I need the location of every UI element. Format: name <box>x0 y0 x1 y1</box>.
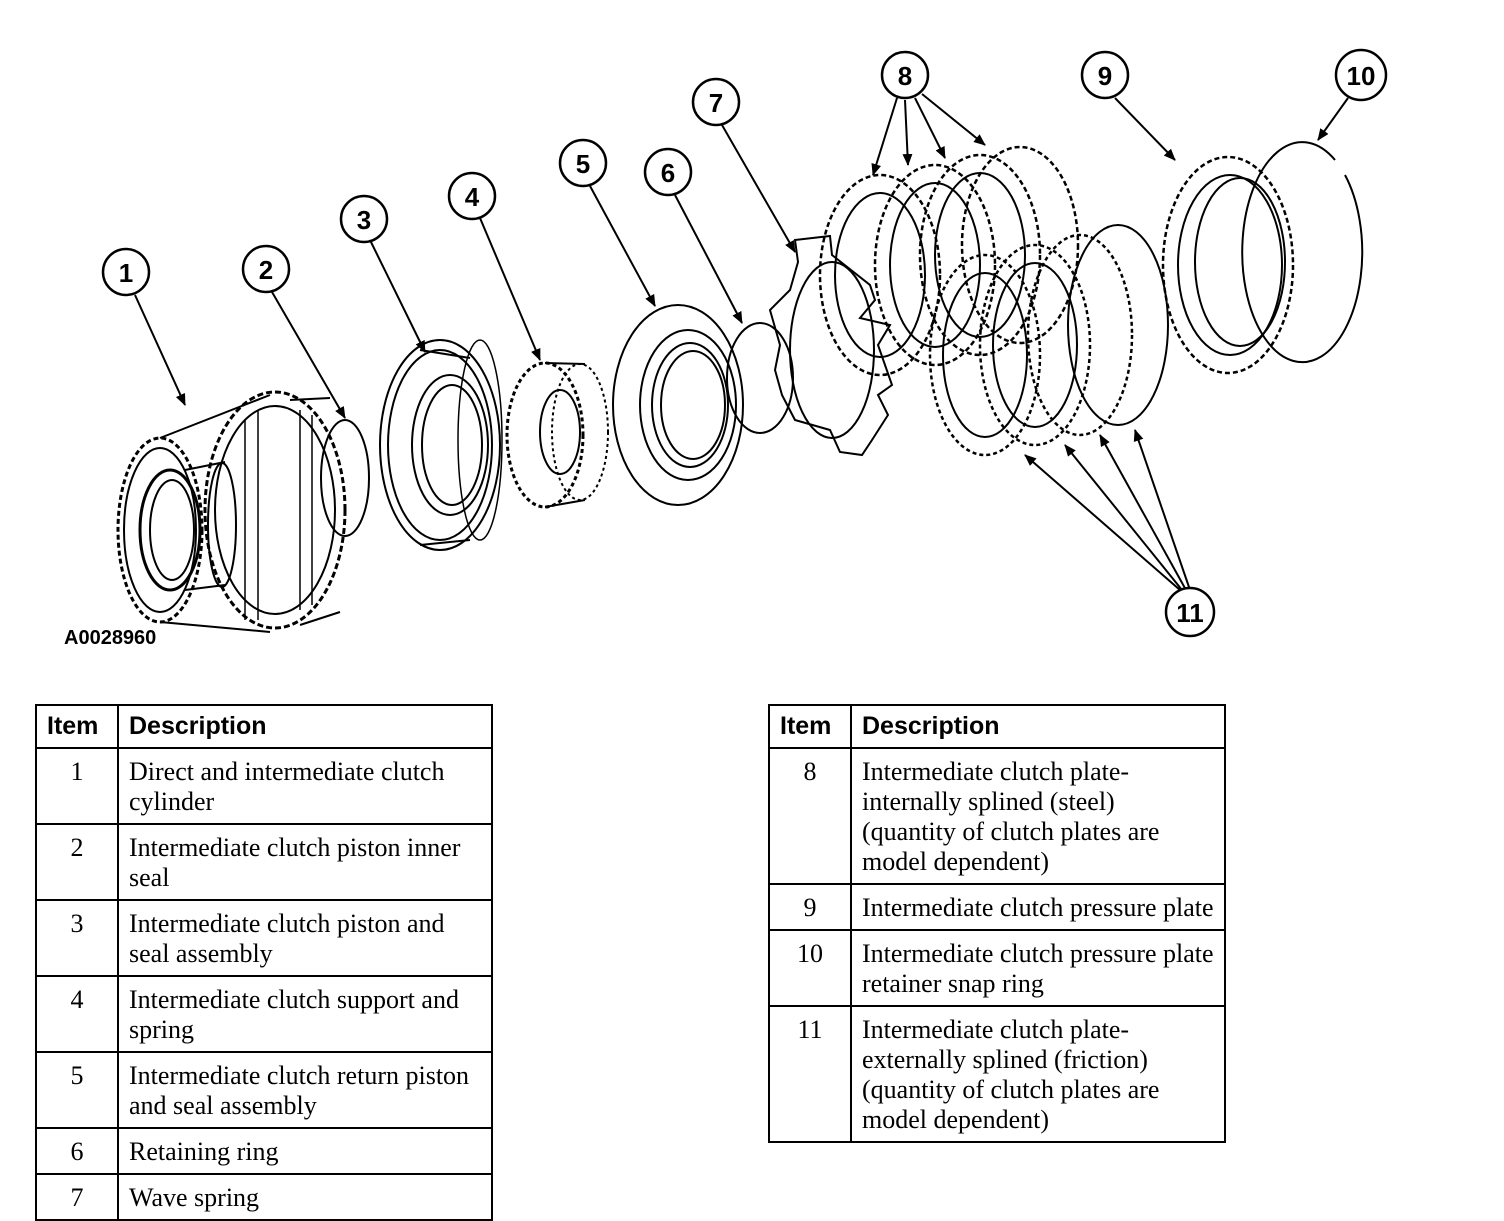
item-description: Retaining ring <box>117 1127 493 1175</box>
table-row: 8 Intermediate clutch plate-internally s… <box>768 747 1226 885</box>
parts-legend-table-left: Item Description 1 Direct and intermedia… <box>35 704 493 1221</box>
item-number: 4 <box>35 975 119 1053</box>
item-description: Intermediate clutch pressure plate retai… <box>850 929 1226 1007</box>
piston-seal-assembly-part <box>379 339 503 551</box>
callout-10-circle <box>1334 48 1388 102</box>
table-header-row: Item Description <box>35 704 493 749</box>
item-description: Intermediate clutch return piston and se… <box>117 1051 493 1129</box>
description-column-header: Description <box>117 704 493 749</box>
table-row: 3 Intermediate clutch piston and seal as… <box>35 899 493 977</box>
steel-clutch-plates-part <box>818 145 1080 377</box>
item-number: 5 <box>35 1051 119 1129</box>
item-description: Direct and intermediate clutch cylinder <box>117 747 493 825</box>
callout-5-label: 5 <box>576 149 590 179</box>
item-number: 3 <box>35 899 119 977</box>
snap-ring-part <box>1241 141 1364 364</box>
callout-11-circle <box>1164 586 1216 638</box>
return-piston-part <box>612 304 744 506</box>
figure-id-label: A0028960 <box>64 627 157 649</box>
callout-2-circle <box>241 244 291 294</box>
callout-5-circle <box>558 138 608 188</box>
callout-3-label: 3 <box>357 205 371 235</box>
callout-2-label: 2 <box>259 255 273 285</box>
retaining-ring-part <box>726 322 794 434</box>
table-header-row: Item Description <box>768 704 1226 749</box>
item-number: 8 <box>768 747 852 885</box>
item-column-header: Item <box>35 704 119 749</box>
callout-4-label: 4 <box>465 182 480 212</box>
callout-10-label: 10 <box>1347 61 1376 91</box>
description-column-header: Description <box>850 704 1226 749</box>
callout-9-label: 9 <box>1098 61 1112 91</box>
leader-lines <box>134 93 1349 591</box>
item-number: 1 <box>35 747 119 825</box>
clutch-cylinder-part <box>116 390 347 633</box>
callout-8-circle <box>880 50 930 100</box>
table-row: 11 Intermediate clutch plate-externally … <box>768 1005 1226 1143</box>
callout-3-circle <box>339 194 389 244</box>
item-number: 2 <box>35 823 119 901</box>
callout-6-circle <box>643 147 693 197</box>
callout-4-circle <box>447 171 497 221</box>
callout-7-circle <box>691 77 741 127</box>
callout-8-label: 8 <box>898 61 912 91</box>
item-number: 10 <box>768 929 852 1007</box>
item-description: Intermediate clutch piston inner seal <box>117 823 493 901</box>
table-row: 1 Direct and intermediate clutch cylinde… <box>35 747 493 825</box>
exploded-view-diagram: 1 2 3 4 5 6 7 8 9 10 11 <box>101 48 1388 638</box>
piston-inner-seal-part <box>320 419 370 537</box>
pressure-plate-part <box>1161 155 1295 375</box>
table-row: 5 Intermediate clutch return piston and … <box>35 1051 493 1129</box>
item-description: Intermediate clutch pressure plate <box>850 883 1226 931</box>
callout-circles <box>101 48 1388 638</box>
item-description: Intermediate clutch support and spring <box>117 975 493 1053</box>
callout-9-circle <box>1080 50 1130 100</box>
table-row: 7 Wave spring <box>35 1173 493 1221</box>
friction-clutch-plates-part <box>928 224 1169 457</box>
table-row: 4 Intermediate clutch support and spring <box>35 975 493 1053</box>
table-row: 9 Intermediate clutch pressure plate <box>768 883 1226 931</box>
item-column-header: Item <box>768 704 852 749</box>
parts-legend-table-right: Item Description 8 Intermediate clutch p… <box>768 704 1226 1143</box>
item-description: Wave spring <box>117 1173 493 1221</box>
callout-1-label: 1 <box>119 258 133 288</box>
support-spring-part <box>505 361 609 509</box>
callout-6-label: 6 <box>661 158 675 188</box>
wave-spring-part <box>768 234 894 457</box>
item-description: Intermediate clutch plate-externally spl… <box>850 1005 1226 1143</box>
item-number: 11 <box>768 1005 852 1143</box>
item-number: 6 <box>35 1127 119 1175</box>
table-row: 2 Intermediate clutch piston inner seal <box>35 823 493 901</box>
item-description: Intermediate clutch piston and seal asse… <box>117 899 493 977</box>
table-row: 10 Intermediate clutch pressure plate re… <box>768 929 1226 1007</box>
item-number: 7 <box>35 1173 119 1221</box>
callout-7-label: 7 <box>709 88 723 118</box>
callout-1-circle <box>101 247 151 297</box>
item-description: Intermediate clutch plate-internally spl… <box>850 747 1226 885</box>
item-number: 9 <box>768 883 852 931</box>
callout-11-label: 11 <box>1176 598 1204 628</box>
table-row: 6 Retaining ring <box>35 1127 493 1175</box>
